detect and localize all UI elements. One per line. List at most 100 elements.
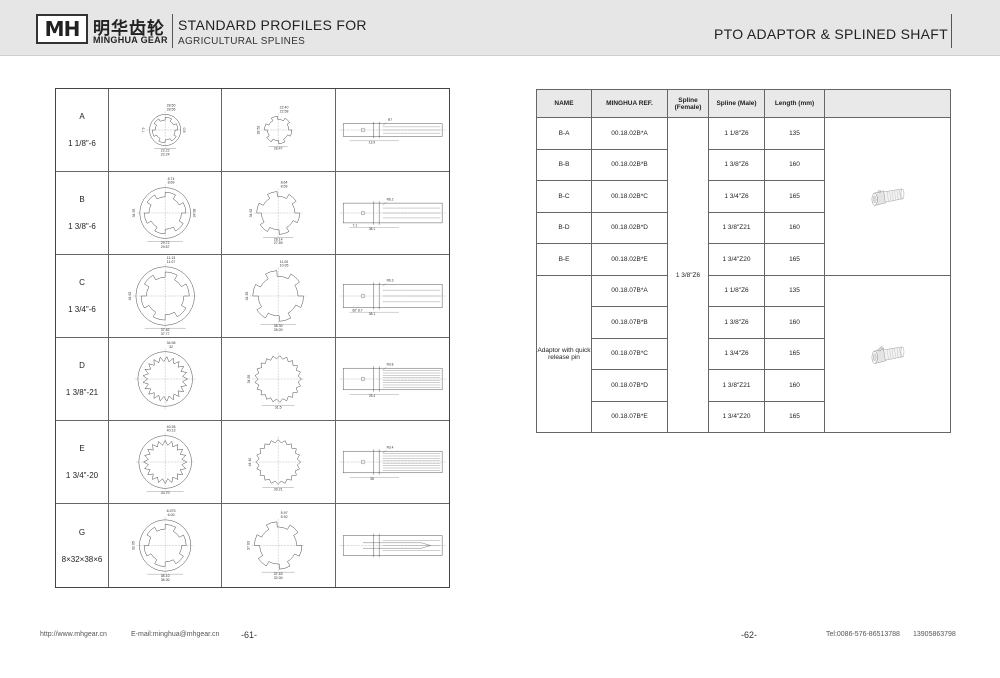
cell-name: B-A [536, 117, 592, 150]
header-divider-right [951, 14, 952, 48]
cell-male-spline: 1 3/8"Z21 [708, 211, 765, 244]
male-dimension-label: 28.52 [257, 126, 261, 135]
male-dimension-label: 28.14 [274, 237, 283, 241]
male-dimension-label: 37.63 [274, 572, 283, 576]
female-dimension-label: 28.50 [167, 104, 176, 108]
profile-size: 1 3/8"-6 [68, 222, 96, 231]
cell-length: 135 [764, 274, 825, 307]
cell-male-spline: 1 1/8"Z6 [708, 274, 765, 307]
cell-male-spline: 1 3/4"Z20 [708, 400, 765, 433]
shaft-profile-cell: R3.4 38 [335, 421, 449, 504]
col-image [824, 89, 951, 118]
female-dimension-label: 22.22 [161, 148, 170, 152]
cell-male-spline: 1 3/8"Z6 [708, 148, 765, 181]
col-name: NAME [536, 89, 592, 118]
cell-ref: 00.18.07B*D [591, 369, 668, 402]
female-dimension-label: 34.98 [167, 341, 176, 345]
female-dimension-label: 38.30 [161, 578, 170, 582]
female-dimension-label: 37.77 [161, 332, 170, 336]
female-dimension-label: 8.69 [168, 181, 175, 185]
male-dimension-label: 10.95 [280, 264, 289, 268]
male-dimension-label: 28.47 [274, 147, 283, 151]
cell-ref: 00.18.07B*E [591, 400, 668, 433]
cell-male-spline: 1 3/8"Z6 [708, 306, 765, 339]
female-dimension-label: 38.10 [161, 574, 170, 578]
female-dimension-label: 22.24 [161, 152, 170, 156]
footer-website[interactable]: http://www.mhgear.cn [40, 631, 107, 638]
cell-length: 160 [764, 306, 825, 339]
shaft-dimension-label: 13.9 [369, 140, 375, 144]
cell-ref: 00.18.02B*C [591, 180, 668, 213]
female-dimension-label: 6.00 [168, 513, 175, 517]
cell-male-spline: 1 1/8"Z6 [708, 117, 765, 150]
male-dimension-label: 22.40 [280, 106, 289, 110]
shaft-side-view [339, 366, 446, 395]
cell-name: B-B [536, 148, 592, 181]
shaft-side-view [339, 201, 446, 228]
cell-group-name: Adaptor with quick release pin [536, 274, 592, 433]
brand-chinese-name: 明华齿轮 [93, 19, 165, 39]
shaft-dimension-label: 38.1 [369, 227, 375, 231]
cell-ref: 00.18.07B*B [591, 306, 668, 339]
adaptor-image [871, 188, 905, 206]
right-page-title: PTO ADAPTOR & SPLINED SHAFT [714, 26, 948, 42]
female-dimension-label: 28.55 [167, 107, 176, 111]
male-dimension-label: 34.62 [249, 209, 253, 218]
shaft-profile-drawing [339, 533, 446, 558]
cell-ref: 00.18.02B*E [591, 243, 668, 276]
cell-length: 165 [764, 337, 825, 370]
page-header: MH 明华齿轮 MINGHUA GEAR STANDARD PROFILES F… [0, 0, 1000, 56]
male-dimension-label: 11.00 [280, 260, 289, 264]
shaft-side-view [339, 121, 446, 141]
profile-size: 1 1/8"-6 [68, 139, 96, 148]
cell-male-spline: 1 3/4"Z6 [708, 337, 765, 370]
female-dimension-label: 7.9 [142, 128, 146, 133]
male-dimension-label: 8.64 [281, 181, 288, 185]
male-dimension-label: 31.5 [275, 405, 282, 409]
cell-ref: 00.18.02B*A [591, 117, 668, 150]
female-dimension-label: 6.073 [167, 509, 176, 513]
cell-name: B-E [536, 243, 592, 276]
female-dimension-label: 11.07 [167, 260, 176, 264]
shaft-dimension-label: R7 [388, 118, 392, 122]
female-dimension-label: 11.13 [167, 256, 176, 260]
female-dimension-label: 40.13 [167, 429, 176, 433]
page-number-left: -61- [241, 630, 258, 640]
profile-code: D [79, 361, 85, 370]
cell-length: 165 [764, 180, 825, 213]
male-dimension-label: 37.63 [247, 541, 251, 550]
footer-email[interactable]: E-mail:minghua@mhgear.cn [131, 631, 220, 638]
profile-size: 1 3/4"-20 [65, 471, 99, 480]
shaft-dimension-label: 38 [370, 477, 374, 481]
shaft-dimension-label: R3.4 [386, 446, 393, 450]
cell-length: 160 [764, 148, 825, 181]
col-male-spline: Spline (Male) [708, 89, 765, 118]
cell-ref: 00.18.07B*A [591, 274, 668, 307]
cell-adaptor-image [824, 117, 951, 276]
cell-female-spline: 1 3/8"Z6 [667, 117, 709, 433]
female-dimension-label: 32 [169, 345, 173, 349]
cell-name: B-C [536, 180, 592, 213]
footer-mobile: 13905863798 [913, 631, 956, 638]
